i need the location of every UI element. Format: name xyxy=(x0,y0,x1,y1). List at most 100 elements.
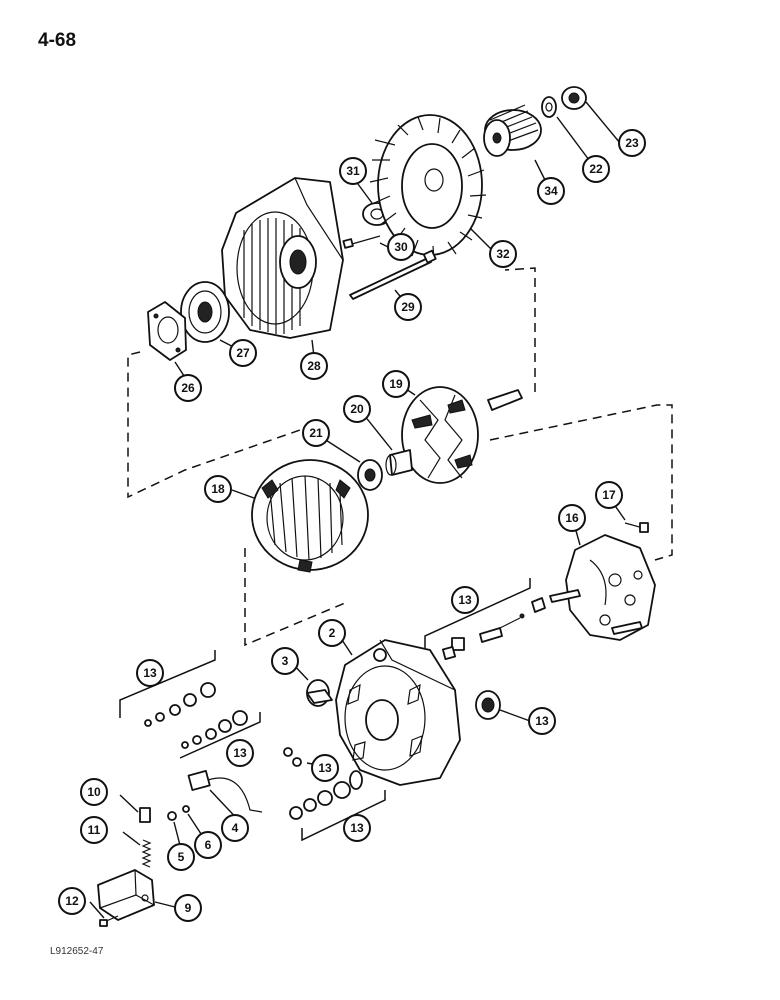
callout-29: 29 xyxy=(394,293,422,321)
svg-text:3: 3 xyxy=(282,654,289,668)
bolt-part-29 xyxy=(349,249,437,300)
front-housing-part-28 xyxy=(221,177,344,339)
callout-3: 3 xyxy=(271,647,299,675)
svg-text:31: 31 xyxy=(346,164,360,178)
svg-text:20: 20 xyxy=(350,402,364,416)
washer-group-13-lower xyxy=(289,770,363,820)
callout-26: 26 xyxy=(174,374,202,402)
svg-text:17: 17 xyxy=(602,488,616,502)
brush-holder-part-9 xyxy=(97,869,155,921)
screw-part-30 xyxy=(342,235,381,249)
callout-2: 2 xyxy=(318,619,346,647)
screw-part-5 xyxy=(167,811,177,821)
svg-text:32: 32 xyxy=(496,247,510,261)
screw-part-12 xyxy=(99,915,119,927)
svg-text:13: 13 xyxy=(318,761,332,775)
svg-text:13: 13 xyxy=(350,821,364,835)
svg-text:22: 22 xyxy=(589,162,603,176)
callout-16: 16 xyxy=(558,504,586,532)
assembly-line-right xyxy=(244,548,346,647)
callout-11: 11 xyxy=(80,816,108,844)
page-number: 4-68 xyxy=(38,30,77,51)
assembly-line-left xyxy=(127,351,301,499)
svg-text:28: 28 xyxy=(307,359,321,373)
stator-part-18 xyxy=(251,459,369,573)
rear-housing-part-2 xyxy=(335,639,461,786)
rotor-part-19 xyxy=(401,386,523,484)
bushing-part-13 xyxy=(475,690,501,720)
assembly-line-upper xyxy=(504,267,536,392)
washer-group-13-middle xyxy=(181,710,248,749)
capacitor-part-4 xyxy=(187,770,263,813)
callout-18: 18 xyxy=(204,475,232,503)
brush-part-10 xyxy=(139,807,151,823)
svg-text:13: 13 xyxy=(458,593,472,607)
washer-group-13-upper xyxy=(144,682,216,727)
terminal-hardware-part-13 xyxy=(441,597,546,661)
svg-text:11: 11 xyxy=(88,823,101,837)
callout-13-upper-left: 13 xyxy=(136,659,164,687)
svg-text:2: 2 xyxy=(329,626,336,640)
callout-13-lower: 13 xyxy=(343,814,371,842)
callout-32: 32 xyxy=(489,240,517,268)
spring-part-11 xyxy=(141,839,152,868)
callout-28: 28 xyxy=(300,352,328,380)
retainer-plate-part-26 xyxy=(147,301,187,361)
nut-part-23 xyxy=(561,86,587,110)
screw-part-17 xyxy=(624,522,649,533)
callout-12: 12 xyxy=(58,887,86,915)
callout-5: 5 xyxy=(167,843,195,871)
callout-13-right: 13 xyxy=(528,707,556,735)
callout-30: 30 xyxy=(387,233,415,261)
svg-text:34: 34 xyxy=(544,184,558,198)
callout-20: 20 xyxy=(343,395,371,423)
callout-9: 9 xyxy=(174,894,202,922)
bearing-part-27 xyxy=(180,281,230,343)
svg-text:29: 29 xyxy=(401,300,415,314)
svg-text:21: 21 xyxy=(309,426,323,440)
svg-text:27: 27 xyxy=(236,346,250,360)
callout-4: 4 xyxy=(221,814,249,842)
svg-text:30: 30 xyxy=(394,240,408,254)
svg-text:5: 5 xyxy=(178,850,185,864)
callout-13-top: 13 xyxy=(451,586,479,614)
pulley-part-34 xyxy=(483,104,542,157)
rectifier-part-16 xyxy=(549,534,656,641)
figure-code: L912652-47 xyxy=(50,946,104,957)
assembly-line-right-upper xyxy=(489,404,673,561)
callout-10: 10 xyxy=(80,778,108,806)
svg-text:10: 10 xyxy=(87,785,101,799)
callout-17: 17 xyxy=(595,481,623,509)
callout-19: 19 xyxy=(382,370,410,398)
callout-23: 23 xyxy=(618,129,646,157)
svg-text:26: 26 xyxy=(181,381,195,395)
svg-text:18: 18 xyxy=(211,482,225,496)
fan-part-32 xyxy=(369,114,487,261)
nut-group-13 xyxy=(283,747,302,767)
svg-text:13: 13 xyxy=(233,746,247,760)
callout-21: 21 xyxy=(302,419,330,447)
callout-6: 6 xyxy=(194,831,222,859)
svg-text:13: 13 xyxy=(535,714,549,728)
svg-text:23: 23 xyxy=(625,136,639,150)
brace-13-upper-left xyxy=(119,650,216,718)
svg-text:6: 6 xyxy=(205,838,212,852)
svg-text:9: 9 xyxy=(185,901,192,915)
callout-27: 27 xyxy=(229,339,257,367)
svg-text:13: 13 xyxy=(143,666,157,680)
brace-13-middle-left xyxy=(179,712,261,759)
brace-13-top xyxy=(424,578,531,648)
callout-13-nuts: 13 xyxy=(311,754,339,782)
svg-text:19: 19 xyxy=(389,377,403,391)
callout-31: 31 xyxy=(339,157,367,185)
svg-text:4: 4 xyxy=(232,821,239,835)
svg-text:16: 16 xyxy=(565,511,579,525)
washer-part-22 xyxy=(541,96,557,118)
svg-text:12: 12 xyxy=(65,894,79,908)
callout-22: 22 xyxy=(582,155,610,183)
bearing-part-21 xyxy=(357,459,383,491)
sleeve-part-3 xyxy=(306,679,333,707)
callout-13-middle-left: 13 xyxy=(226,739,254,767)
slip-ring-part-20 xyxy=(385,449,413,476)
